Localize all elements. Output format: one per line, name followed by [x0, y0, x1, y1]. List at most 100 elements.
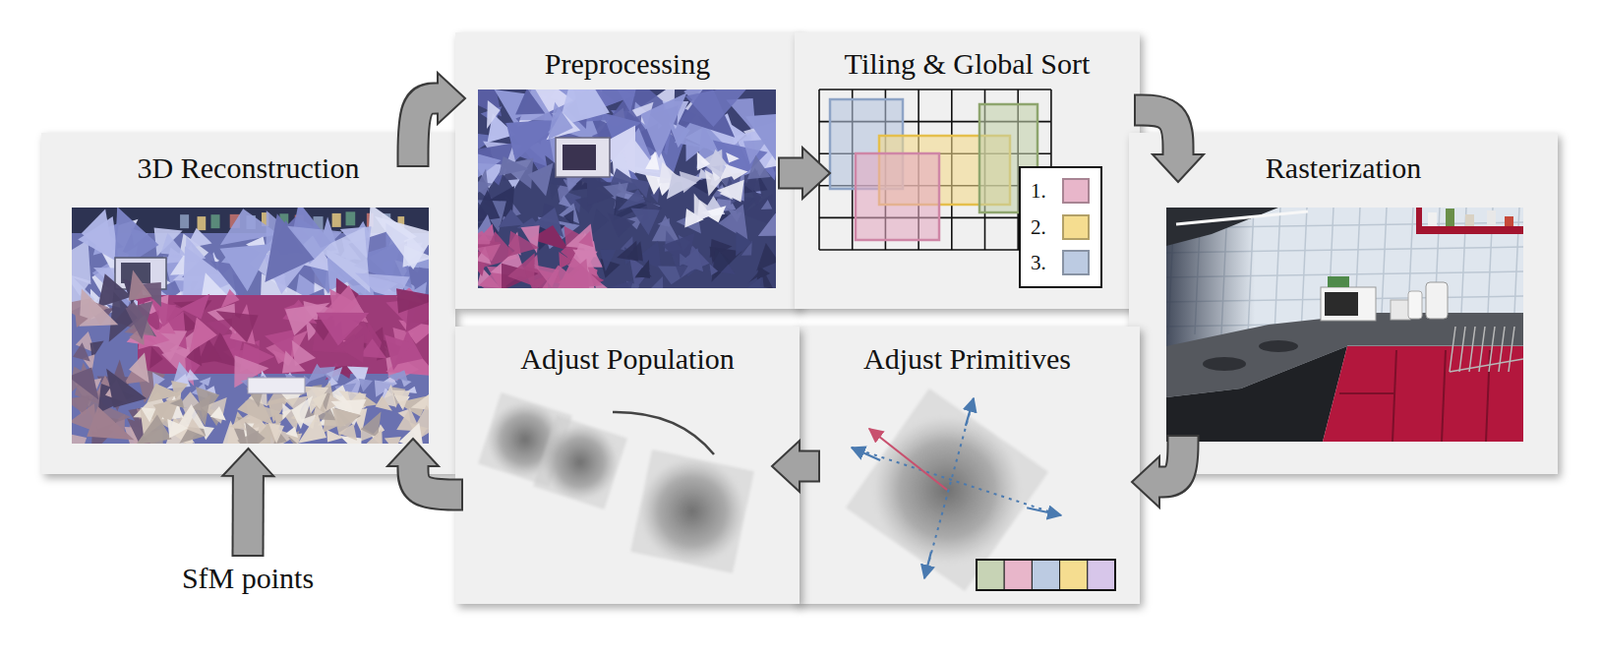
- shard: [498, 209, 526, 229]
- panel-title: Tiling & Global Sort: [794, 46, 1140, 82]
- cabinet: [1322, 346, 1524, 442]
- block-arrow: [771, 440, 821, 492]
- gaussian-primitive: [533, 414, 628, 510]
- position-arrow: [869, 428, 948, 490]
- shard: [186, 417, 206, 437]
- panel-ground: [794, 32, 1140, 309]
- arrow-body: [1156, 436, 1184, 482]
- arrow-body: [413, 98, 441, 166]
- color-cell: [1060, 559, 1088, 591]
- stage-panel: Tiling & Global Sort1.2.3.: [794, 32, 1140, 309]
- bottle: [1465, 214, 1475, 227]
- render-ground: [71, 207, 429, 444]
- box: [1327, 276, 1350, 288]
- arrow-body: [234, 473, 263, 555]
- arrow-head: [387, 438, 439, 467]
- axis-line: [924, 398, 974, 579]
- shard: [651, 215, 680, 242]
- shard: [198, 376, 211, 386]
- shard: [498, 156, 530, 177]
- tile-grid: [819, 89, 1052, 250]
- stage-panel: Preprocessing: [455, 32, 800, 309]
- panel-ground: [41, 132, 456, 475]
- shard: [477, 243, 501, 262]
- shard: [285, 426, 298, 438]
- arrow-head: [1131, 456, 1160, 508]
- panel-title: Rasterization: [1128, 150, 1558, 186]
- shard: [708, 149, 728, 168]
- shelf-bracket: [1416, 207, 1423, 235]
- panel-ground: [455, 32, 800, 309]
- shard: [719, 163, 734, 180]
- axis-line: [851, 447, 1062, 516]
- dish-rack: [1508, 326, 1515, 372]
- bottle: [1486, 210, 1496, 227]
- shard: [548, 102, 574, 140]
- burner: [1258, 340, 1299, 353]
- scale-arrow: [851, 447, 881, 461]
- bottle: [1427, 212, 1437, 227]
- panel-ground: [1128, 132, 1558, 475]
- shard: [189, 316, 218, 353]
- shard: [179, 294, 210, 320]
- shard: [591, 208, 609, 236]
- legend-swatch: [1062, 177, 1090, 204]
- color-cell: [1004, 559, 1032, 591]
- block-arrow: [387, 438, 464, 495]
- shard: [711, 247, 732, 282]
- preprocessed-render: [477, 89, 776, 289]
- shard: [556, 257, 603, 290]
- shelf-item: [179, 214, 189, 229]
- scale-arrow: [924, 551, 932, 579]
- toaster: [1390, 299, 1411, 320]
- shard: [363, 429, 383, 445]
- hood: [1166, 207, 1279, 246]
- stage-panel: Rasterization: [1128, 132, 1558, 475]
- shard: [761, 199, 773, 210]
- scale-arrow: [1026, 507, 1062, 516]
- shard: [216, 310, 259, 343]
- arrow-body: [1135, 110, 1179, 158]
- shard: [477, 150, 502, 180]
- shelf-item: [346, 211, 356, 226]
- shard: [264, 213, 314, 283]
- shard: [311, 392, 328, 411]
- shard: [220, 243, 273, 292]
- ceiling-light: [1176, 211, 1308, 225]
- cabinet-door: [1339, 392, 1395, 395]
- legend-number: 3.: [1030, 248, 1047, 277]
- shard: [128, 353, 150, 384]
- shard: [565, 224, 594, 250]
- shard: [694, 192, 712, 222]
- shard: [617, 188, 646, 211]
- shard: [609, 280, 634, 289]
- shard: [626, 240, 644, 261]
- shelf-item: [197, 216, 207, 231]
- shard: [756, 242, 776, 271]
- shard: [507, 252, 535, 287]
- shard: [221, 289, 240, 308]
- shard: [167, 418, 188, 438]
- shard: [72, 342, 91, 361]
- legend-number: 1.: [1030, 177, 1047, 205]
- block-arrow: [1131, 434, 1184, 508]
- panel-title: Adjust Primitives: [794, 341, 1140, 377]
- shard: [710, 263, 719, 276]
- block-arrow: [777, 147, 830, 199]
- dish-rack: [1479, 326, 1485, 372]
- shard: [384, 334, 413, 370]
- color-cell: [1087, 559, 1116, 591]
- shard: [77, 216, 119, 263]
- shard: [679, 247, 704, 272]
- gaussian-primitive: [630, 449, 755, 574]
- shelf-item: [210, 214, 220, 229]
- shard: [533, 264, 560, 288]
- shard: [745, 276, 763, 289]
- shard: [297, 414, 327, 444]
- arrow-body: [413, 463, 462, 495]
- panel-title: Preprocessing: [455, 46, 800, 82]
- arrow-head: [222, 448, 274, 476]
- reconstruction-render: [71, 207, 429, 444]
- shelf: [1416, 226, 1524, 235]
